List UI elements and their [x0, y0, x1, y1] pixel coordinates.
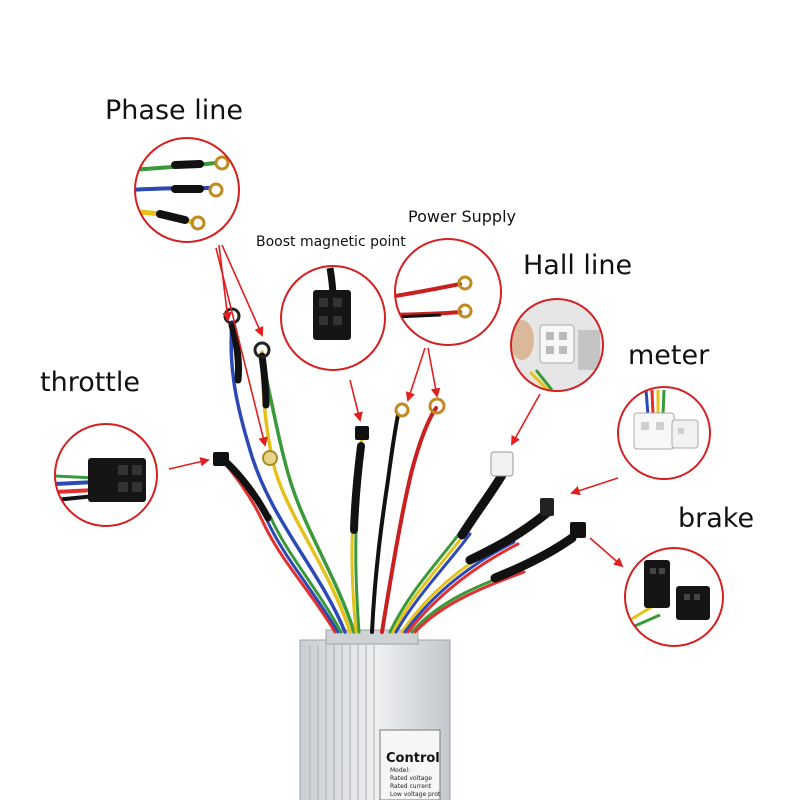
controller-model-line: Model:	[390, 767, 410, 774]
phase-arrow-2	[221, 244, 264, 337]
phase-line-label: Phase line	[105, 95, 243, 126]
power-arrow-2	[427, 347, 441, 398]
phase-line-callout	[134, 137, 240, 243]
controller-current-line: Rated current	[390, 783, 432, 790]
meter-connector	[540, 498, 554, 516]
phase-arrow-1	[218, 244, 232, 322]
boost-magnetic-point-label: Boost magnetic point	[256, 234, 406, 250]
controller-title: Control	[386, 751, 440, 766]
boost-arrow	[349, 379, 363, 422]
phase-ring-terminal-2	[253, 341, 271, 359]
brake-callout	[624, 547, 724, 647]
throttle-label: throttle	[40, 367, 141, 398]
controller-lvp-line: Low voltage prot	[390, 791, 441, 798]
brake-connector	[570, 522, 586, 538]
throttle-connector	[213, 452, 229, 466]
throttle-callout	[54, 423, 158, 527]
controller-voltage-line: Rated voltage	[390, 775, 432, 782]
pointer-arrows	[168, 244, 624, 568]
hall-line-label: Hall line	[523, 250, 633, 281]
wire-connectors	[213, 307, 586, 538]
power-terminal-2	[428, 397, 446, 415]
meter-label: meter	[628, 340, 710, 371]
boost-magnetic-point-callout	[280, 265, 386, 371]
power-terminal-1	[394, 402, 410, 418]
phase-arrow-3	[215, 247, 268, 447]
hall-line-callout	[510, 298, 604, 392]
throttle-arrow	[168, 457, 210, 470]
meter-callout	[617, 386, 711, 480]
wire-bundle	[220, 320, 577, 634]
power-supply-callout	[394, 238, 502, 346]
boost-connector	[355, 426, 369, 440]
meter-arrow	[570, 477, 619, 496]
phase-ring-terminal-3	[262, 450, 278, 466]
hall-connector	[490, 451, 514, 477]
controller-housing	[299, 629, 451, 805]
hall-arrow	[511, 393, 541, 446]
brake-label: brake	[678, 503, 755, 534]
power-supply-label: Power Supply	[408, 207, 516, 226]
power-arrow-1	[405, 347, 426, 402]
brake-arrow	[589, 537, 624, 568]
